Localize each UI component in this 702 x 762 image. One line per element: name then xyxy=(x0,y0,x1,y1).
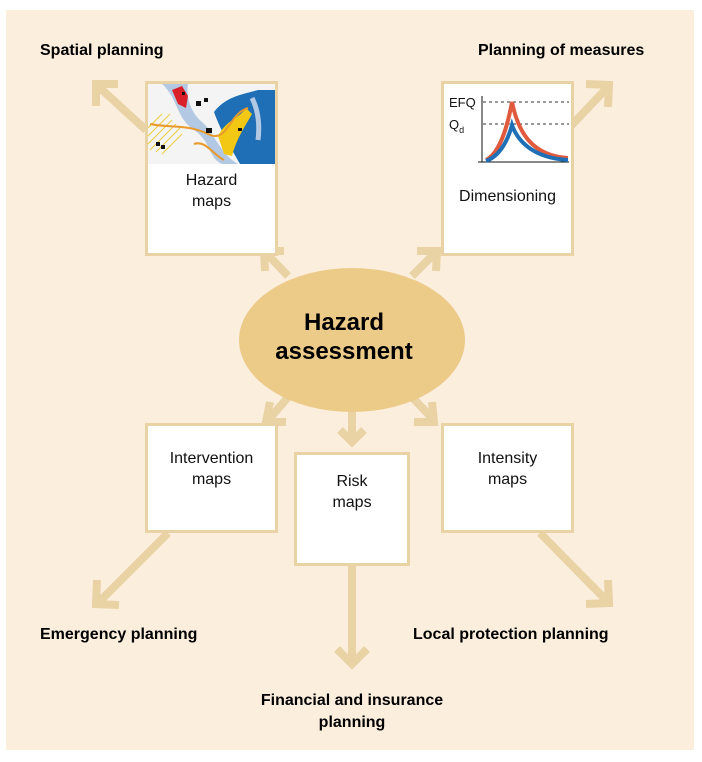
center-label-text: Hazard assessment xyxy=(275,309,413,365)
intervention-maps-label: Intervention maps xyxy=(169,450,254,488)
qd-label: Qd xyxy=(449,117,464,135)
arrow-spatial-planning xyxy=(92,80,149,133)
planning-of-measures-label: Planning of measures xyxy=(478,42,645,59)
intensity-maps-label: Intensity maps xyxy=(477,450,538,488)
hazard-maps-box: Hazard maps xyxy=(145,81,278,256)
intervention-maps-box: Intervention maps xyxy=(145,423,278,533)
dimensioning-label: Dimensioning xyxy=(459,188,556,205)
center-label: Hazard assessment xyxy=(240,308,448,366)
arrow-local-protection xyxy=(537,530,614,608)
arrow-to-intervention-maps xyxy=(261,392,294,426)
hydrograph-chart: EFQ Qd xyxy=(449,95,569,163)
risk-maps-box: Risk maps xyxy=(294,452,410,566)
arrow-financial-planning xyxy=(334,566,370,670)
hazard-maps-label: Hazard maps xyxy=(185,172,238,210)
arrow-emergency-planning xyxy=(91,530,171,609)
dimensioning-box: EFQ Qd Dimensioning xyxy=(441,81,574,256)
risk-maps-label: Risk maps xyxy=(332,473,372,511)
center-ellipse xyxy=(239,268,465,412)
efq-label: EFQ xyxy=(449,95,476,110)
local-protection-planning-label: Local protection planning xyxy=(413,626,609,643)
spatial-planning-label: Spatial planning xyxy=(40,42,164,59)
intensity-maps-box: Intensity maps xyxy=(441,423,574,533)
arrow-to-risk-maps xyxy=(337,408,367,448)
arrow-to-dimensioning xyxy=(409,247,442,279)
emergency-planning-label: Emergency planning xyxy=(40,626,198,643)
financial-insurance-planning-label: Financial and insurance planning xyxy=(260,692,444,731)
hazard-map-thumbnail xyxy=(148,84,275,164)
